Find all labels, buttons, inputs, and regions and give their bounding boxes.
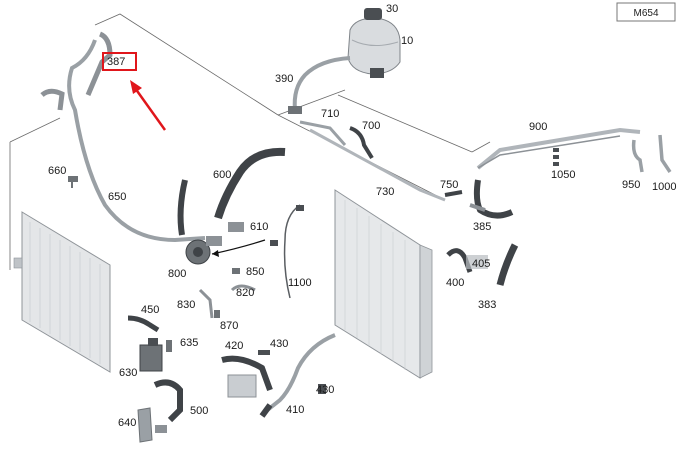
label-383: 383 [478, 299, 496, 311]
highlight-387 [102, 52, 167, 131]
label-830: 830 [177, 299, 195, 311]
valve-630 [139, 338, 163, 372]
label-710: 710 [321, 108, 339, 120]
label-850: 850 [246, 266, 264, 278]
tank-cap [364, 8, 382, 20]
label-430-upper: 430 [270, 338, 288, 350]
thermostat-housing-420 [221, 355, 273, 398]
bolt-850 [232, 268, 240, 274]
label-650: 650 [108, 191, 126, 203]
pipe-1000 [658, 134, 672, 173]
bracket-820 [230, 284, 256, 292]
bolt-870 [214, 310, 220, 318]
label-630: 630 [119, 367, 137, 379]
pipe-700 [349, 126, 374, 160]
hose-400 [446, 248, 473, 273]
hose-450 [127, 315, 160, 333]
harness-1100 [283, 204, 301, 299]
hose-410 [263, 333, 336, 414]
label-1100: 1100 [288, 277, 312, 289]
hose-650 [67, 39, 206, 243]
pipe-950 [631, 139, 644, 173]
label-750: 750 [440, 179, 458, 191]
label-390: 390 [275, 73, 293, 85]
hose-390 [292, 56, 351, 111]
bracket-610 [228, 222, 244, 232]
label-1050: 1050 [551, 169, 575, 181]
water-pump-800 [185, 236, 222, 265]
label-635: 635 [180, 337, 198, 349]
label-450: 450 [141, 304, 159, 316]
label-30: 30 [386, 3, 398, 15]
label-640: 640 [118, 417, 136, 429]
hose-600 [214, 147, 286, 220]
label-600: 600 [213, 169, 231, 181]
label-730: 730 [376, 186, 394, 198]
label-10: 10 [401, 35, 413, 47]
label-610: 610 [250, 221, 268, 233]
right-radiator [334, 189, 433, 379]
bolt-660 [68, 176, 78, 188]
label-800: 800 [168, 268, 186, 280]
label-950: 950 [622, 179, 640, 191]
pipe-730 [309, 128, 446, 202]
label-410: 410 [286, 404, 304, 416]
hose-500 [153, 379, 183, 423]
pipe-900 [476, 127, 641, 170]
label-870: 870 [220, 320, 238, 332]
bracket-405 [466, 255, 488, 269]
model-code-text: M654 [633, 8, 658, 19]
model-code-box: M654 [616, 2, 676, 22]
bolt-430-upper [258, 350, 270, 355]
hose-383 [496, 243, 519, 286]
label-700: 700 [362, 120, 380, 132]
label-420: 420 [225, 340, 243, 352]
hose-387 [85, 31, 113, 96]
bracket-640 [137, 407, 167, 443]
label-385: 385 [473, 221, 491, 233]
label-660: 660 [48, 165, 66, 177]
left-radiator [13, 211, 111, 373]
pipe-710 [299, 120, 347, 146]
label-405: 405 [472, 258, 490, 270]
label-900: 900 [529, 121, 547, 133]
label-820: 820 [236, 287, 254, 299]
label-1000: 1000 [652, 181, 676, 193]
label-387: 387 [107, 56, 125, 68]
fitting-750 [444, 190, 463, 197]
bolt-635 [166, 340, 172, 352]
bolt-430-lower [318, 384, 326, 394]
label-500: 500 [190, 405, 208, 417]
expansion-tank [347, 8, 401, 78]
label-400: 400 [446, 277, 464, 289]
bracket-830 [198, 288, 214, 319]
label-430-lower: 430 [316, 384, 334, 396]
clip-1050 [553, 148, 559, 166]
part-labels: 30 10 390 387 710 700 900 1050 950 1000 … [48, 3, 676, 429]
